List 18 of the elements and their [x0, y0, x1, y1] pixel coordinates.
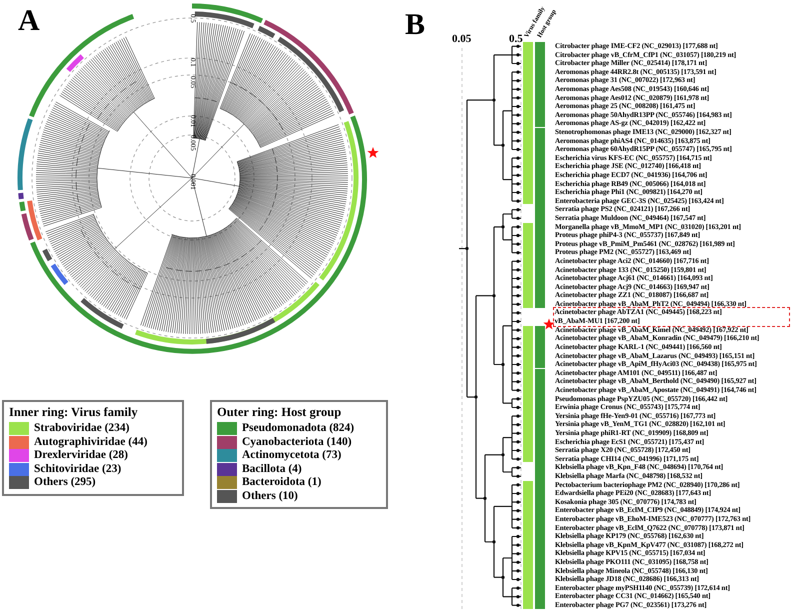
legend-label: Schitoviridae (23) [34, 464, 122, 475]
legend-label: Actinomycetota (73) [242, 450, 342, 462]
legend-label: Others (10) [242, 490, 298, 502]
legend-label: Pseudomonadota (824) [242, 423, 354, 434]
legend-label: Straboviridae (234) [34, 423, 130, 434]
legend-title: Inner ring: Virus family [9, 405, 139, 420]
scale-label: 0.5 [509, 34, 523, 45]
panel-label: B [405, 10, 426, 40]
panel-label: A [18, 6, 40, 36]
legend-label: Others (295) [34, 477, 96, 488]
scale-label: 0.05 [452, 34, 472, 45]
legend-title: Outer ring: Host group [217, 405, 342, 420]
legend-label: Bacillota (4) [242, 464, 302, 475]
legend-label: Autographiviridae (44) [34, 436, 148, 448]
legend-label: Drexlerviridae (28) [34, 450, 128, 462]
legend-label: Cyanobacteriota (140) [242, 436, 352, 448]
highlight-box [553, 307, 790, 328]
legend-label: Bacteroidota (1) [242, 477, 322, 488]
